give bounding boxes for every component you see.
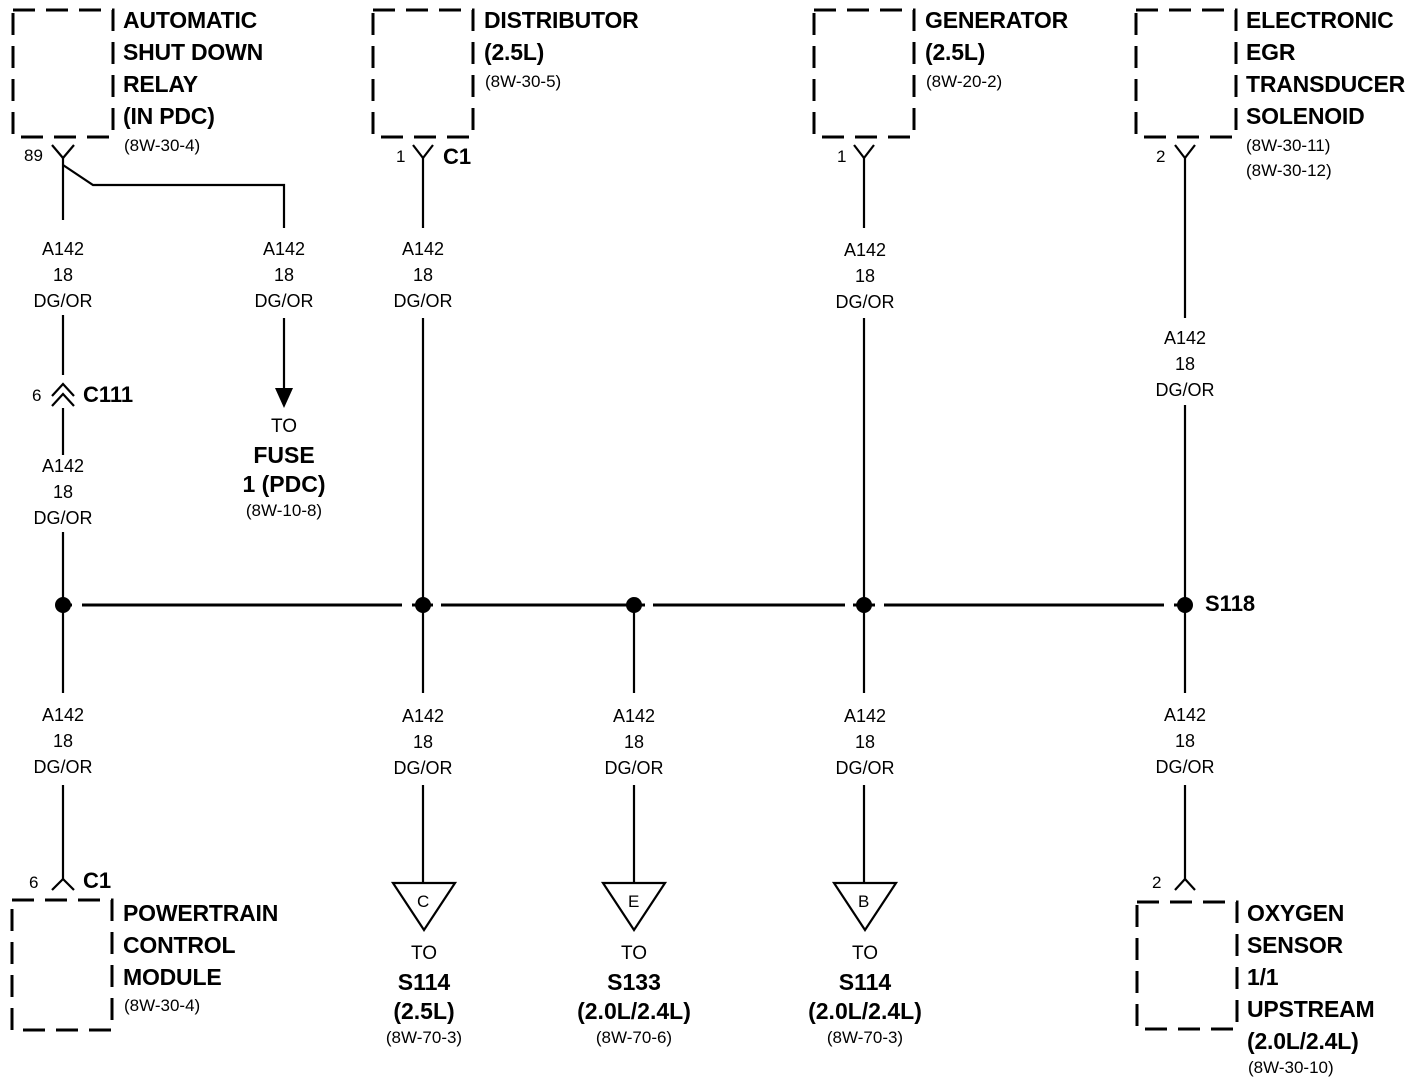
splice-dot	[626, 597, 642, 613]
asd-relay-box	[11, 8, 115, 139]
c111-pin: 6	[32, 386, 42, 405]
c111-label: C111	[83, 382, 134, 407]
destination-s114-25: TO S114 (2.5L) (8W-70-3)	[385, 943, 463, 1047]
egr-pin-symbol	[1174, 144, 1196, 160]
offpage-triangle-b	[831, 881, 899, 932]
offpage-triangle-e	[600, 881, 668, 932]
egr-pin: 2	[1156, 147, 1166, 166]
distributor-ref: (8W-30-5)	[485, 72, 562, 91]
generator-box	[812, 8, 916, 139]
pcm-pin: 6	[29, 873, 39, 892]
offpage-letter-b: B	[858, 892, 870, 911]
pcm-name: POWERTRAIN CONTROL MODULE	[123, 900, 279, 990]
egr-solenoid-box	[1134, 8, 1238, 139]
destination-s114-24: TO S114 (2.0L/2.4L) (8W-70-3)	[808, 943, 922, 1047]
pcm-ref: (8W-30-4)	[124, 996, 201, 1015]
egr-solenoid-name: ELECTRONIC EGR TRANSDUCER SOLENOID	[1246, 7, 1406, 129]
pcm-pin-symbol	[51, 877, 75, 891]
generator-ref: (8W-20-2)	[926, 72, 1003, 91]
distributor-name: DISTRIBUTOR (2.5L)	[484, 7, 639, 65]
destination-s133: TO S133 (2.0L/2.4L) (8W-70-6)	[577, 943, 691, 1047]
o2-pin: 2	[1152, 873, 1162, 892]
splice-label: S118	[1205, 591, 1256, 616]
fuse-destination: TO FUSE 1 (PDC) (8W-10-8)	[242, 416, 326, 520]
offpage-letter-c: C	[417, 892, 430, 911]
pcm-connector: C1	[83, 868, 112, 893]
offpage-letter-e: E	[628, 892, 640, 911]
asd-relay-ref: (8W-30-4)	[124, 136, 201, 155]
splice-dot	[55, 597, 71, 613]
wire-branch-to-fuse	[62, 164, 286, 228]
pcm-box	[10, 898, 114, 1032]
splice-dot	[1177, 597, 1193, 613]
c111-connector-symbol	[51, 382, 75, 407]
oxygen-sensor-box	[1135, 900, 1239, 1031]
generator-pin-symbol	[853, 144, 875, 160]
offpage-triangle-c	[390, 881, 458, 932]
splice-dot	[856, 597, 872, 613]
distributor-pin-symbol	[412, 144, 434, 160]
distributor-connector: C1	[443, 144, 472, 169]
oxygen-sensor-ref: (8W-30-10)	[1248, 1058, 1334, 1077]
generator-pin: 1	[837, 147, 847, 166]
generator-name: GENERATOR (2.5L)	[925, 7, 1069, 65]
distributor-box	[371, 8, 475, 139]
asd-relay-name: AUTOMATIC SHUT DOWN RELAY (IN PDC)	[123, 7, 264, 129]
asd-relay-pin: 89	[24, 146, 43, 165]
egr-solenoid-ref-1: (8W-30-11)	[1246, 136, 1331, 155]
egr-solenoid-ref-2: (8W-30-12)	[1246, 161, 1332, 180]
distributor-pin: 1	[396, 147, 406, 166]
fuse-arrow-icon	[275, 388, 293, 408]
asd-relay-pin-symbol	[51, 144, 75, 160]
o2-pin-symbol	[1174, 877, 1196, 891]
splice-dot	[415, 597, 431, 613]
oxygen-sensor-name: OXYGEN SENSOR 1/1 UPSTREAM (2.0L/2.4L)	[1247, 900, 1375, 1054]
